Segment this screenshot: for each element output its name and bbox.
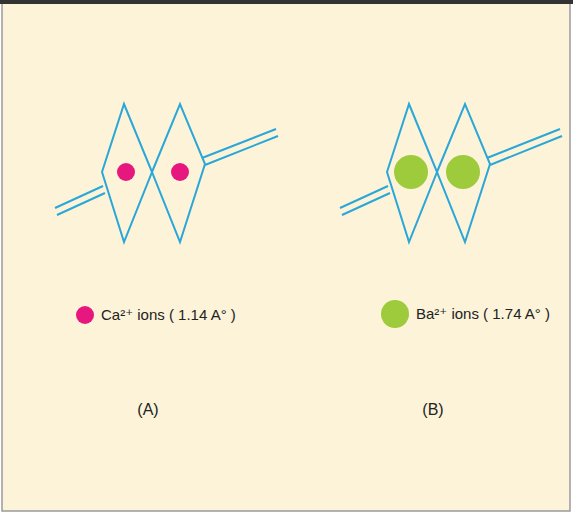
barium-ion [446,155,480,189]
chain-group-b [340,104,562,242]
top-bar [0,0,573,4]
egg-box-cavity [387,104,437,242]
legend-text: Ba²⁺ ions ( 1.74 A° ) [416,305,550,323]
polymer-chain [202,129,276,158]
panel-ground [2,3,570,511]
barium-ion [394,155,428,189]
egg-box-cavity [437,104,490,242]
legend-item: Ca²⁺ ions ( 1.14 A° ) [76,306,236,324]
calcium-ion [117,163,135,181]
calcium-ion [171,163,189,181]
polymer-chain [342,193,390,215]
panel-label: (B) [422,401,443,419]
egg-box-cavity [152,104,205,242]
polymer-chain [490,136,562,165]
legend-swatch [76,306,94,324]
polymer-chain [205,136,278,165]
panel-label: (A) [137,401,158,419]
egg-box-cavity [102,104,152,242]
legend-text: Ca²⁺ ions ( 1.14 A° ) [101,306,236,324]
legend-swatch [381,300,409,328]
chain-group-a [55,104,278,242]
legend-item: Ba²⁺ ions ( 1.74 A° ) [381,300,550,328]
polymer-chain [487,129,560,158]
polymer-chain [57,193,105,215]
